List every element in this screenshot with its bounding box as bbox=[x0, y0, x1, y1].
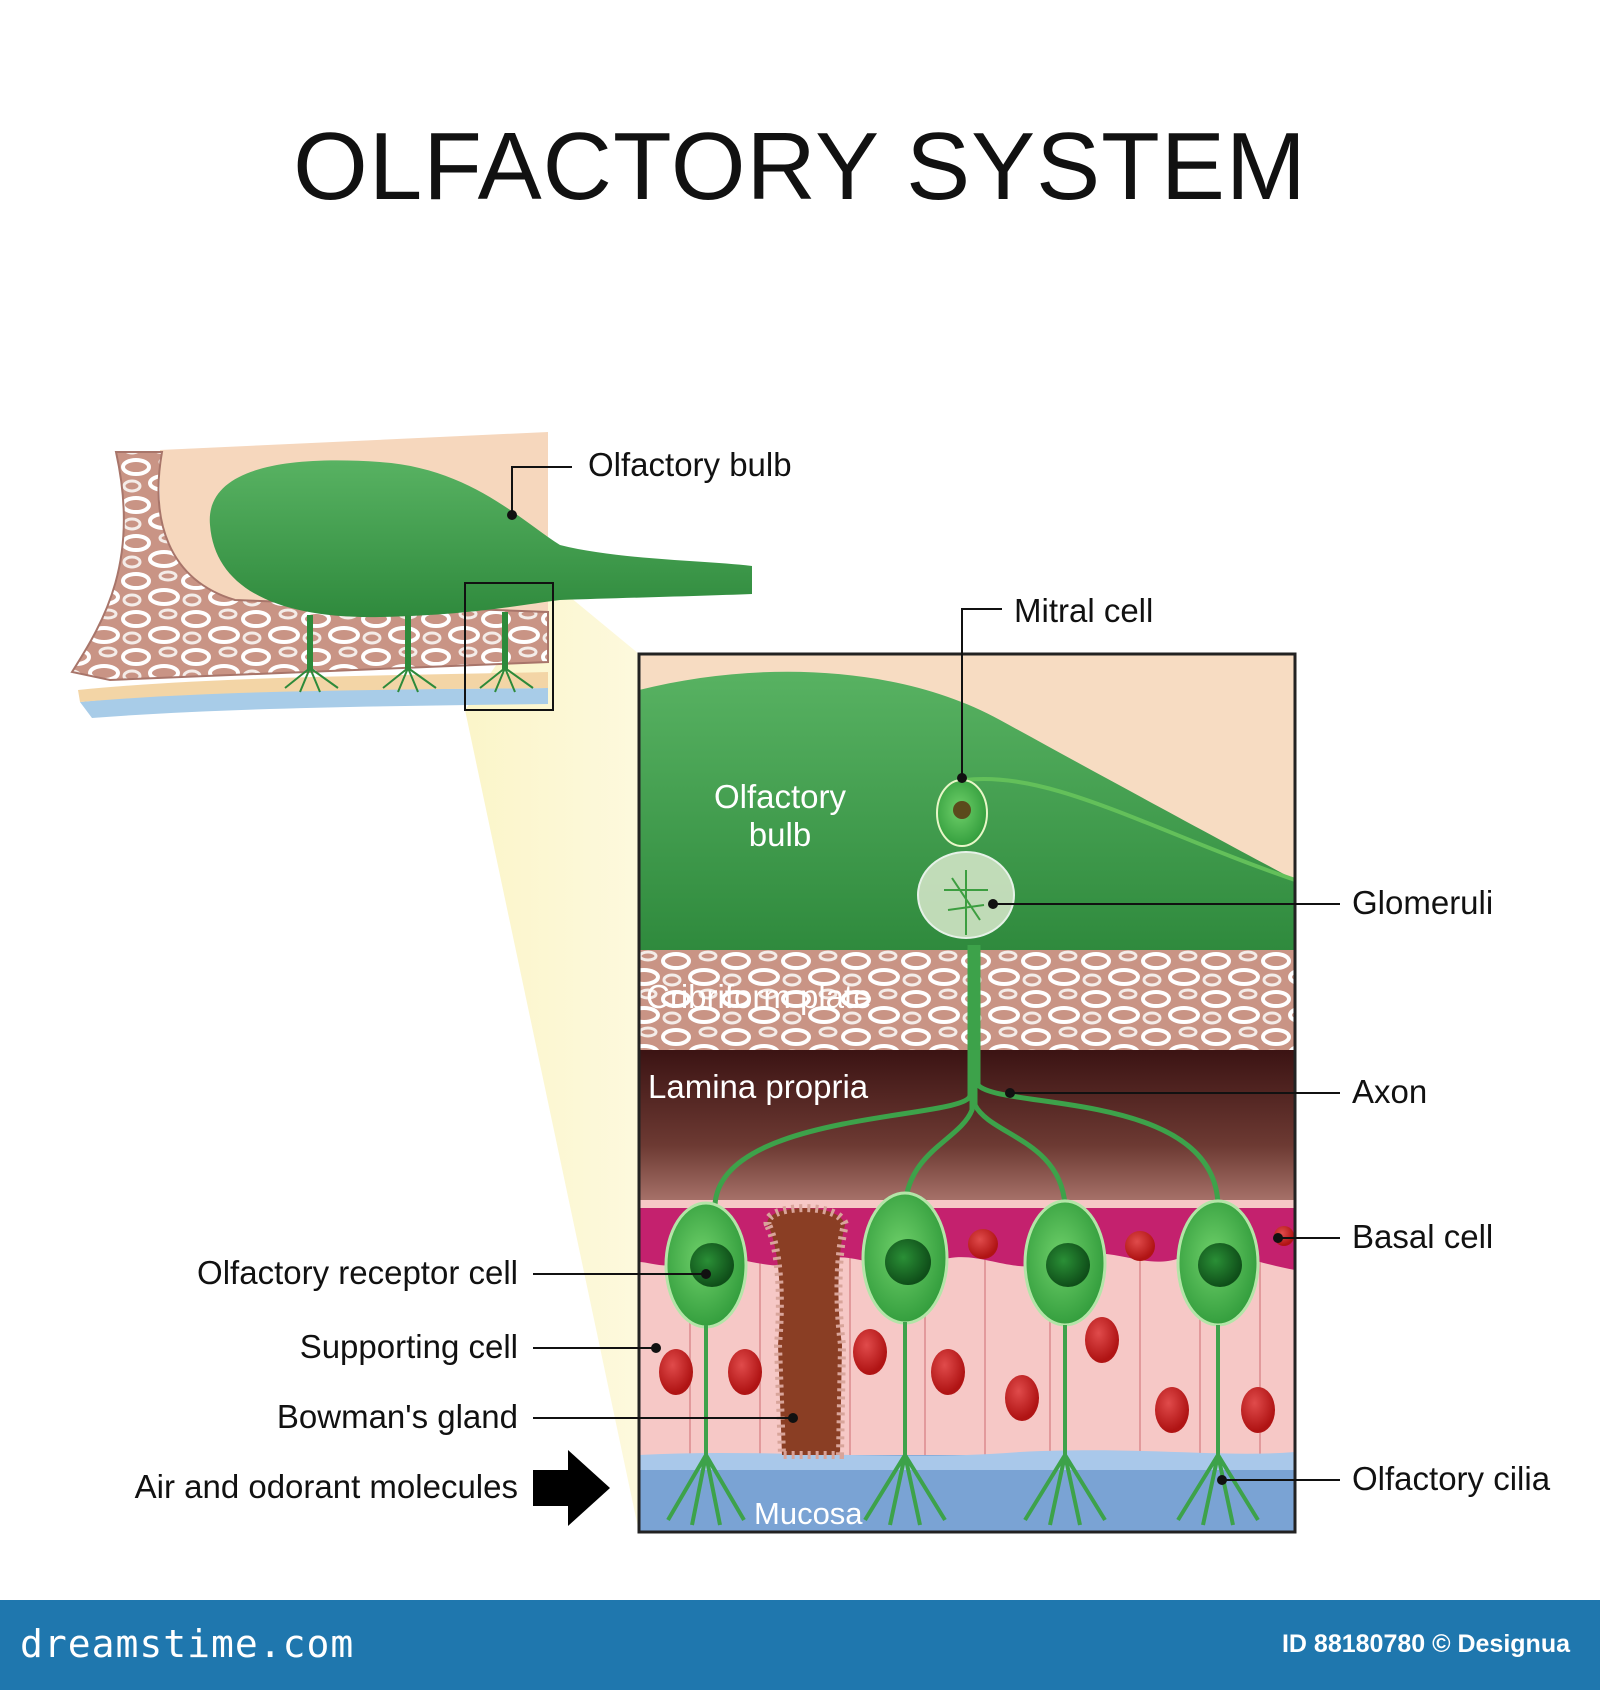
leader-dots bbox=[507, 510, 1283, 1485]
receptor-cell-3 bbox=[1023, 1199, 1107, 1526]
overview-mucosa bbox=[80, 688, 548, 718]
label-axon: Axon bbox=[1352, 1073, 1428, 1110]
arrow-right-icon bbox=[533, 1450, 610, 1526]
inset-label-lamina-propria: Lamina propria bbox=[648, 1068, 869, 1105]
overview-nerves bbox=[307, 612, 508, 670]
label-bowmans-gland: Bowman's gland bbox=[276, 1398, 518, 1435]
label-olfactory-receptor-cell: Olfactory receptor cell bbox=[197, 1254, 518, 1291]
brand-logo: dreamstime.com bbox=[20, 1622, 355, 1666]
zoom-box bbox=[464, 582, 554, 711]
overview-illustration bbox=[70, 432, 752, 718]
label-supporting-cell: Supporting cell bbox=[299, 1328, 518, 1365]
overview-bone bbox=[70, 451, 549, 682]
leader-lines bbox=[511, 466, 1340, 1481]
inset-label-olfactory-bulb-line1: Olfactory bbox=[713, 778, 847, 815]
inset-label-mucosa: Mucosa bbox=[754, 1496, 863, 1531]
overview-membrane bbox=[78, 672, 548, 702]
footer-bar: dreamstime.com ID 88180780 © Designua bbox=[0, 1600, 1600, 1690]
magnification-beam bbox=[465, 583, 639, 1532]
bowmans-gland bbox=[763, 1204, 850, 1459]
label-mitral-cell: Mitral cell bbox=[1014, 592, 1154, 629]
receptor-cell-2 bbox=[861, 1191, 949, 1526]
image-credit: ID 88180780 © Designua bbox=[1281, 1630, 1570, 1658]
label-olfactory-cilia: Olfactory cilia bbox=[1352, 1460, 1551, 1497]
inset-detail bbox=[639, 654, 1295, 1532]
label-basal-cell: Basal cell bbox=[1352, 1218, 1494, 1255]
inset-label-olfactory-bulb: Olfactory bulb bbox=[700, 778, 860, 854]
page-title: OLFACTORY SYSTEM bbox=[293, 113, 1307, 220]
basal-cell-nuclei bbox=[968, 1226, 1294, 1261]
label-air-and-odorant-molecules: Air and odorant molecules bbox=[134, 1468, 518, 1505]
receptor-cell-1 bbox=[664, 1201, 748, 1526]
inset-label-cribriform-plate: Cribriform plate bbox=[646, 978, 872, 1015]
supporting-cell-nuclei bbox=[659, 1317, 1275, 1433]
overview-olfactory-bulb bbox=[209, 460, 752, 618]
receptor-cell-4 bbox=[1176, 1199, 1260, 1526]
axon-bundle bbox=[712, 945, 1221, 1206]
overview-nerve-roots bbox=[284, 667, 534, 693]
mitral-cell-dendrite bbox=[964, 776, 1295, 882]
cribriform-plate bbox=[639, 950, 1295, 1050]
inset-label-olfactory-bulb-line2: bulb bbox=[748, 816, 812, 853]
supporting-cell-borders bbox=[689, 1250, 1261, 1455]
label-glomeruli: Glomeruli bbox=[1352, 884, 1494, 921]
label-olfactory-bulb: Olfactory bulb bbox=[588, 446, 792, 483]
